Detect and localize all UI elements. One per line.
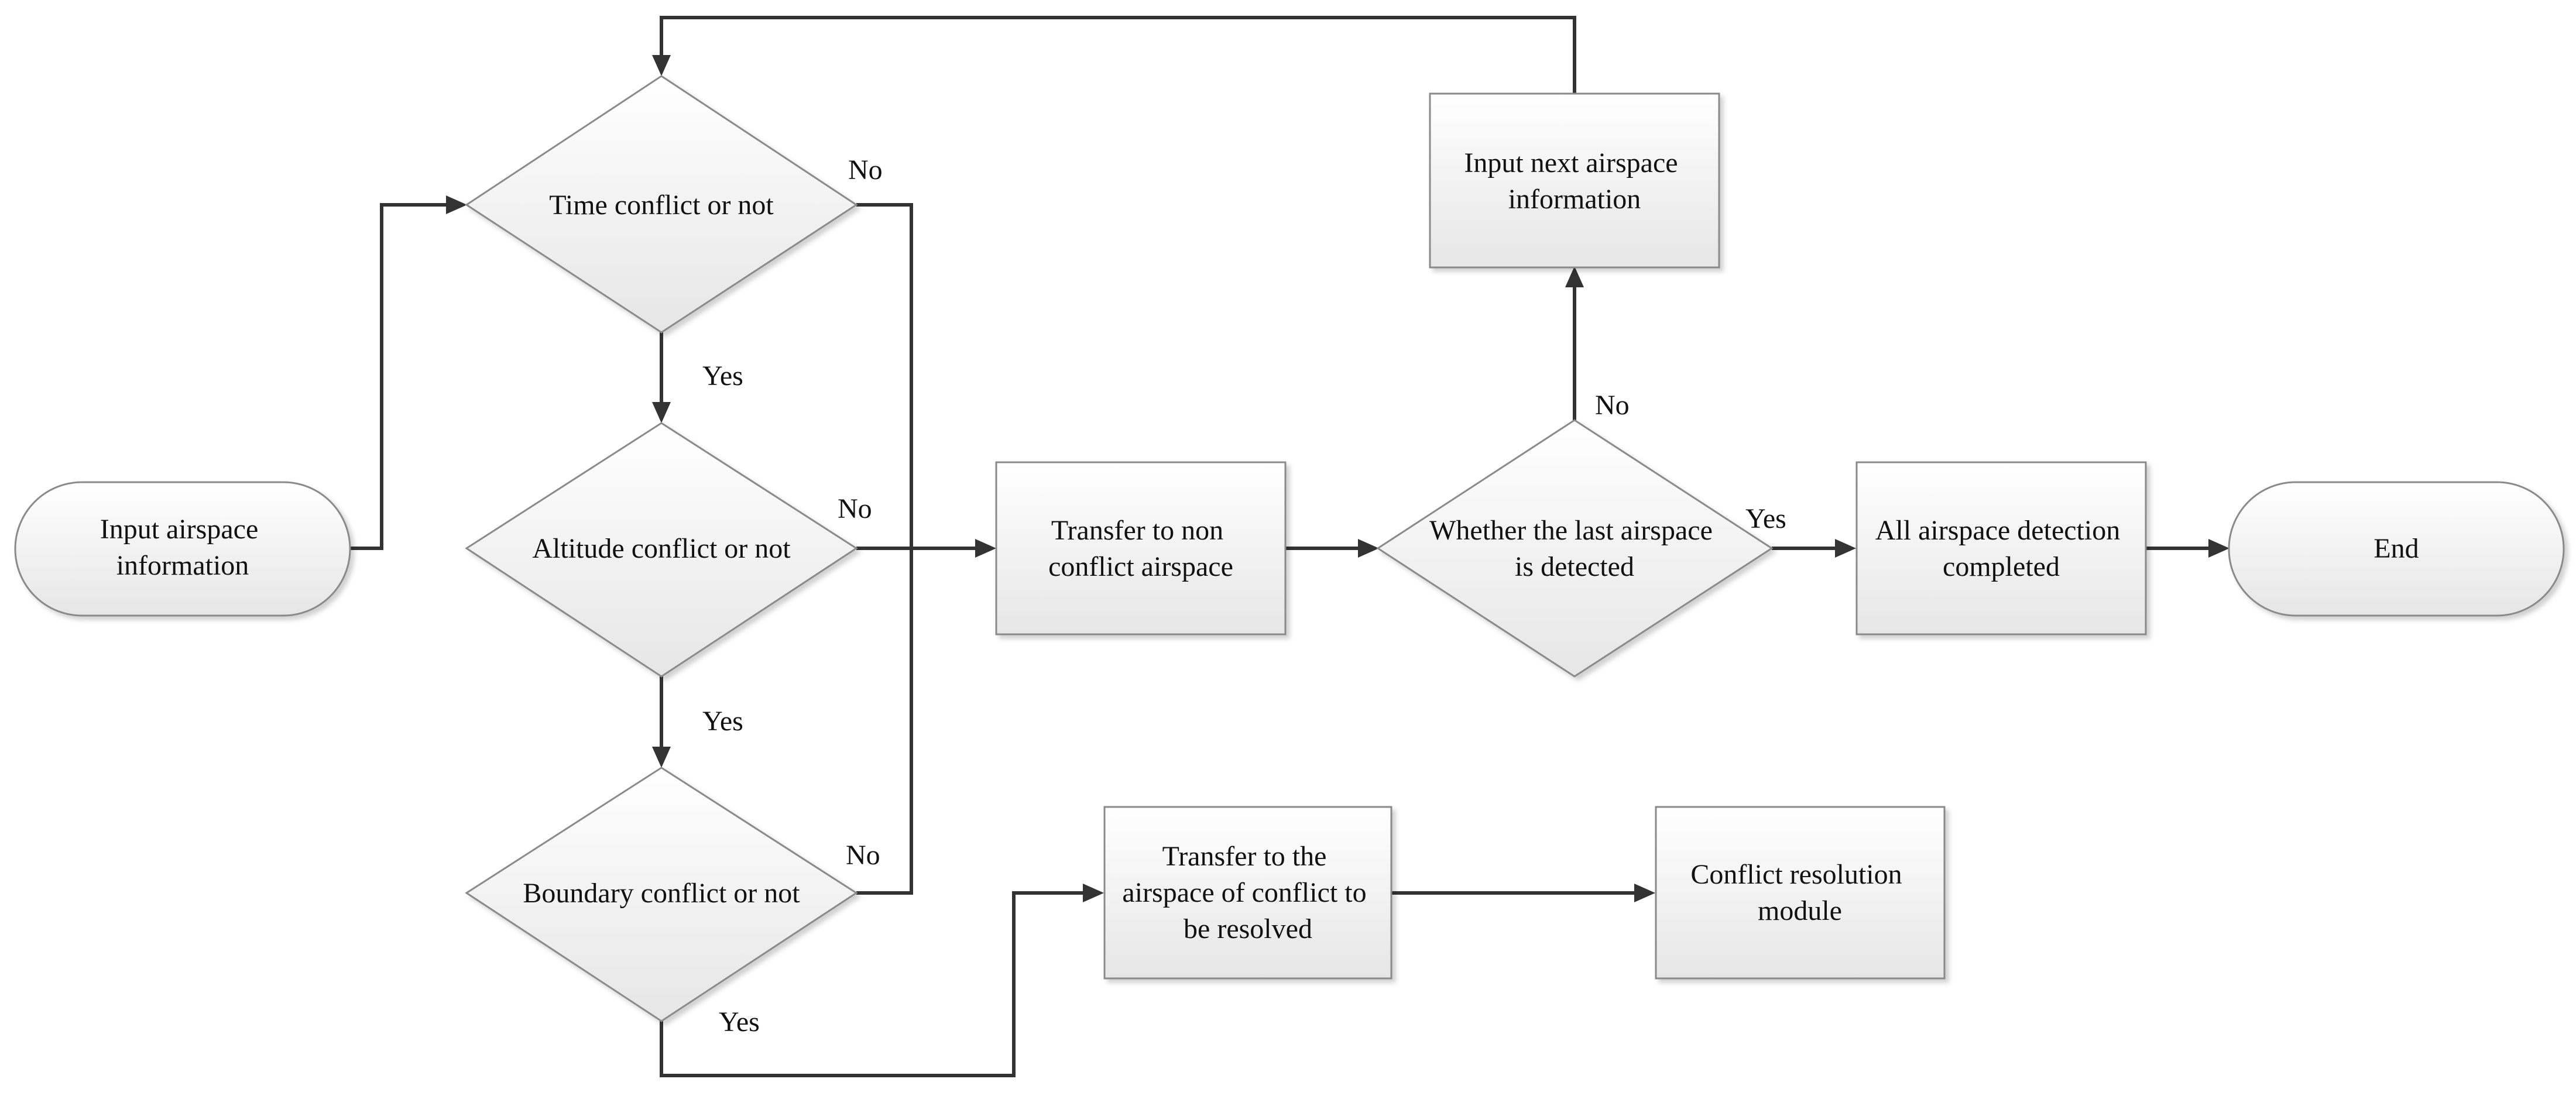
node-label-line: completed — [1943, 551, 2060, 582]
node-label-line: Whether the last airspace — [1429, 515, 1713, 546]
edge-label-last-yes: Yes — [1745, 503, 1786, 534]
edge-boundary-yes-to-transfer-conflict — [660, 891, 1097, 1077]
node-label: Altitude conflict or not — [532, 533, 791, 564]
node-altitude-conflict: Altitude conflict or not — [465, 422, 858, 678]
node-label: All airspace detection completed — [1875, 515, 2127, 582]
node-label: Time conflict or not — [549, 190, 774, 221]
node-all-completed: All airspace detection completed — [1855, 461, 2147, 635]
node-label-line: conflict airspace — [1048, 551, 1233, 582]
node-label-line: Boundary conflict or not — [523, 878, 800, 909]
edges — [350, 16, 2222, 1077]
arrowhead-end-in — [2208, 539, 2229, 558]
decision-shape — [1376, 419, 1774, 678]
edge-label-altitude-no: No — [838, 493, 872, 524]
node-conflict-resolution: Conflict resolution module — [1655, 806, 1946, 980]
node-label-line: information — [116, 550, 249, 581]
arrowhead-transfer-in — [975, 539, 996, 558]
node-label-line: airspace of conflict to — [1122, 877, 1366, 908]
decision-shape — [465, 75, 858, 334]
node-label-line: Time conflict or not — [549, 190, 774, 221]
node-label-line: be resolved — [1184, 913, 1312, 944]
node-label-line: Conflict resolution — [1690, 859, 1902, 890]
node-label: Transfer to the airspace of conflict to … — [1122, 841, 1373, 944]
node-boundary-conflict: Boundary conflict or not — [465, 767, 858, 1022]
node-label-line: All airspace detection — [1875, 515, 2120, 546]
edge-label-last-no: No — [1595, 390, 1630, 421]
arrowhead-time-in — [446, 195, 467, 214]
node-label-line: Altitude conflict or not — [532, 533, 791, 564]
arrowhead-completed-in — [1835, 539, 1856, 558]
node-end: End — [2228, 481, 2565, 617]
node-label: Boundary conflict or not — [523, 878, 800, 909]
terminator-shape — [14, 481, 351, 617]
terminator-shape — [2228, 481, 2565, 617]
edge-label-altitude-yes: Yes — [702, 706, 743, 737]
edge-label-boundary-no: No — [846, 840, 880, 871]
arrowhead-altitude-in — [652, 402, 671, 423]
edge-labels: No Yes No Yes No Yes No Yes — [702, 154, 1786, 1037]
node-label-line: End — [2373, 533, 2419, 564]
arrowhead-last-in — [1358, 539, 1379, 558]
edge-label-time-yes: Yes — [702, 360, 743, 391]
node-input-airspace: Input airspace information — [14, 481, 351, 617]
node-label: Conflict resolution module — [1690, 859, 1909, 926]
process-shape — [1855, 461, 2147, 635]
node-label-line: is detected — [1515, 551, 1634, 582]
arrowhead-resolution-in — [1634, 884, 1655, 902]
process-shape — [1655, 806, 1946, 980]
arrowhead-time-top-in — [652, 55, 671, 76]
node-label-line: information — [1508, 184, 1641, 215]
node-input-next: Input next airspace information — [1429, 92, 1720, 269]
node-time-conflict: Time conflict or not — [465, 75, 858, 334]
node-transfer-conflict: Transfer to the airspace of conflict to … — [1103, 806, 1392, 980]
node-label-line: Transfer to non — [1051, 515, 1223, 546]
edge-input-next-loop-to-time — [660, 16, 1576, 94]
node-label-line: Input next airspace — [1464, 147, 1678, 178]
arrowheads — [446, 55, 2229, 902]
arrowhead-boundary-in — [652, 747, 671, 768]
process-shape — [995, 461, 1287, 635]
node-last-airspace: Whether the last airspace is detected — [1376, 419, 1774, 678]
decision-shape — [465, 767, 858, 1022]
arrowhead-transfer-conflict-in — [1083, 884, 1104, 902]
process-shape — [1429, 92, 1720, 269]
node-label: End — [2373, 533, 2419, 564]
node-label-line: Input airspace — [100, 514, 259, 545]
edge-label-boundary-yes: Yes — [719, 1006, 760, 1037]
edge-label-time-no: No — [848, 154, 883, 185]
node-label: Input airspace information — [100, 514, 266, 581]
node-transfer-non-conflict: Transfer to non conflict airspace — [995, 461, 1287, 635]
process-shape — [1103, 806, 1392, 980]
arrowhead-input-next-in — [1565, 266, 1584, 287]
node-label: Whether the last airspace is detected — [1429, 515, 1720, 582]
node-label: Input next airspace information — [1464, 147, 1685, 215]
edge-input-to-time — [350, 203, 461, 550]
decision-shape — [465, 422, 858, 678]
node-label-line: Transfer to the — [1162, 841, 1327, 872]
node-label: Transfer to non conflict airspace — [1048, 515, 1233, 582]
node-label-line: module — [1758, 895, 1842, 926]
